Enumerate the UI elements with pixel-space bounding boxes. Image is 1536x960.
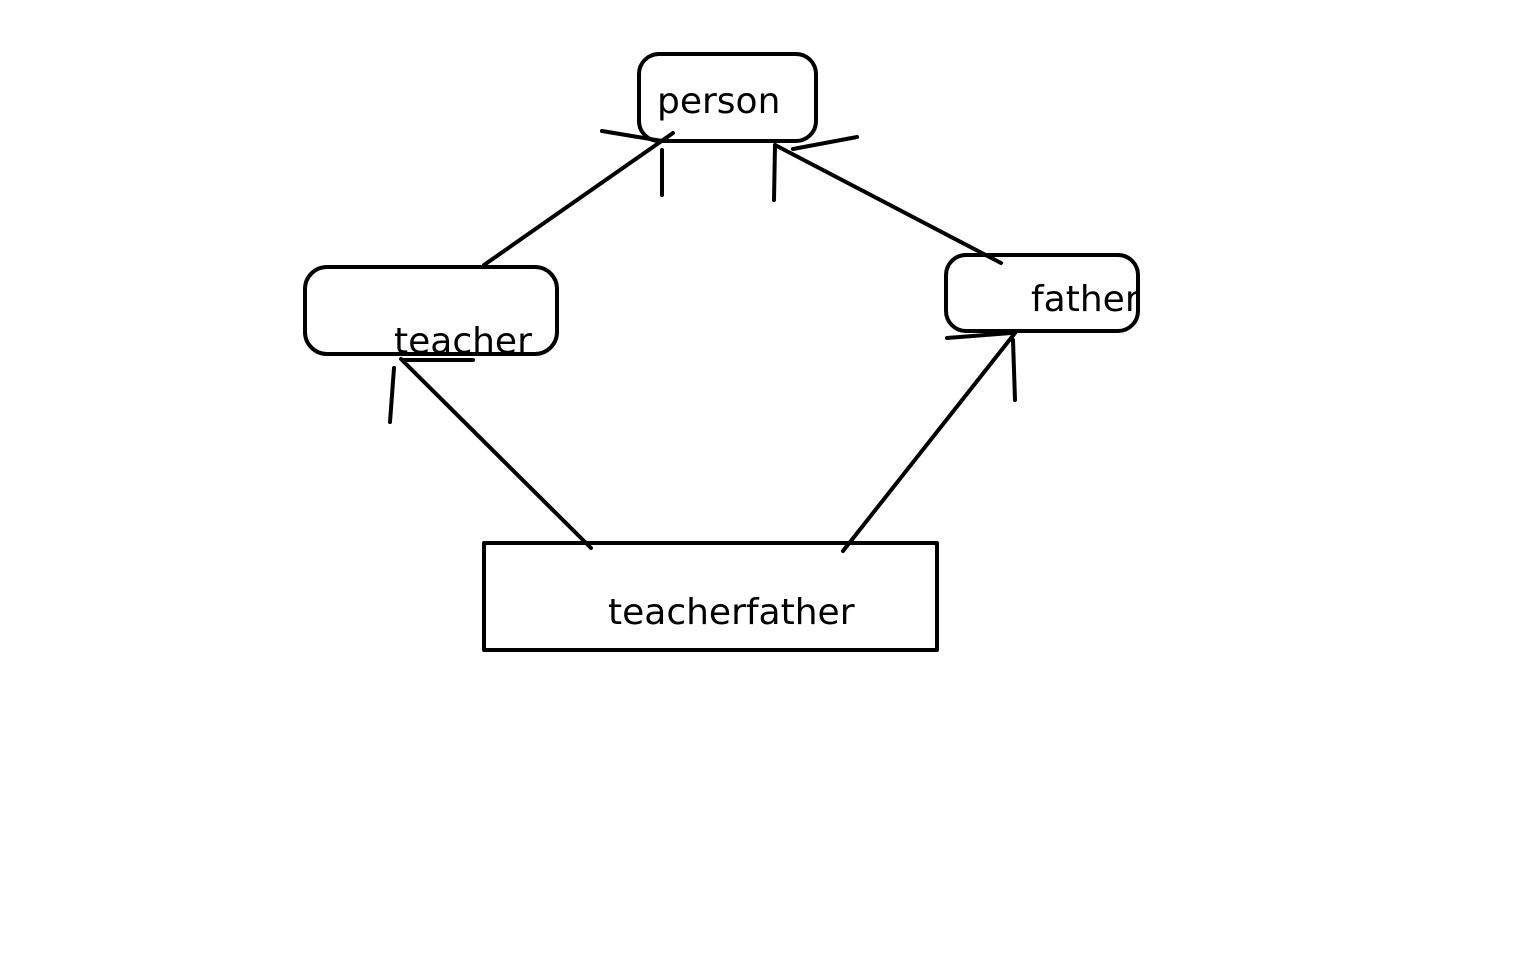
node-father-label: father — [1031, 279, 1140, 320]
arrowhead-father-tick — [1011, 338, 1017, 402]
edge-teacher-to-person — [482, 129, 675, 267]
arrowhead-father-stroke — [945, 331, 1013, 340]
arrowhead-right-stroke — [791, 135, 859, 151]
node-teacherfather-label: teacherfather — [608, 592, 855, 633]
node-teacherfather-box — [482, 541, 939, 652]
nodes: person teacher father teacherfather — [303, 52, 1140, 652]
edge-line-teacherfather-teacher — [399, 357, 593, 550]
node-teacher-box — [303, 265, 559, 356]
node-person-label: person — [657, 81, 780, 122]
node-teacher-label: teacher — [394, 321, 532, 362]
node-person-box — [637, 52, 818, 143]
node-father-box — [944, 253, 1140, 333]
edge-teacherfather-to-father — [841, 331, 1017, 553]
edge-teacherfather-to-teacher — [388, 357, 593, 550]
node-teacherfather: teacherfather — [482, 541, 939, 652]
edges — [388, 129, 1017, 553]
edge-father-to-person — [772, 135, 1003, 265]
arrowhead-right-tick — [772, 143, 777, 202]
edge-line-teacherfather-father — [841, 331, 1017, 553]
edge-line-father-person — [773, 143, 1003, 265]
node-father: father — [944, 253, 1140, 333]
arrowhead-teacher-tick — [388, 366, 396, 424]
node-person: person — [637, 52, 818, 143]
node-teacher: teacher — [303, 265, 559, 362]
edge-line-teacher-person — [482, 131, 675, 267]
